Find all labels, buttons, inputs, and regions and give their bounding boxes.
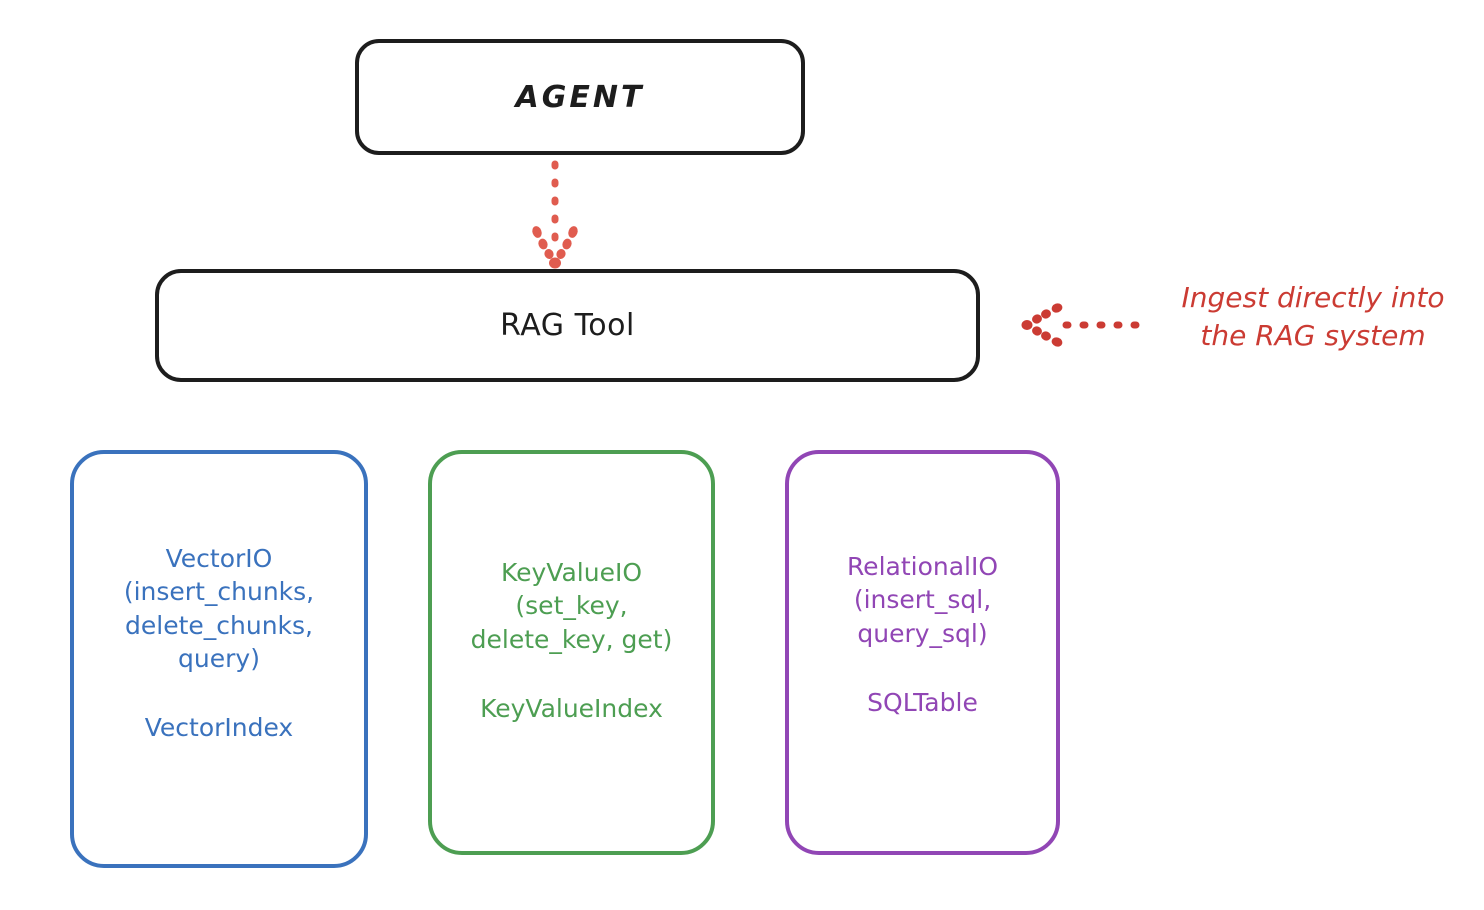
node-rag-tool[interactable]: RAG Tool: [155, 269, 980, 382]
node-relational-io-index: SQLTable: [867, 687, 978, 717]
edge-ingest-to-rag-tool-arrow: [1021, 303, 1140, 347]
node-vector-io-content: VectorIO (insert_chunks, delete_chunks, …: [124, 542, 314, 742]
node-key-value-io-content: KeyValueIO (set_key, delete_key, get) Ke…: [471, 556, 673, 723]
node-vector-io[interactable]: VectorIO (insert_chunks, delete_chunks, …: [70, 450, 368, 868]
annotation-ingest-note: Ingest directly into the RAG system: [1181, 281, 1445, 353]
node-key-value-io[interactable]: KeyValueIO (set_key, delete_key, get) Ke…: [428, 450, 715, 855]
node-key-value-io-index: KeyValueIndex: [480, 693, 663, 723]
node-relational-io-content: RelationalIO (insert_sql, query_sql) SQL…: [847, 550, 998, 717]
edge-agent-to-rag-tool-arrow: [532, 160, 578, 269]
node-agent[interactable]: AGENT: [355, 39, 805, 155]
node-vector-io-index: VectorIndex: [144, 713, 294, 742]
node-relational-io[interactable]: RelationalIO (insert_sql, query_sql) SQL…: [785, 450, 1060, 855]
node-vector-io-api: VectorIO (insert_chunks, delete_chunks, …: [123, 544, 315, 673]
node-relational-io-api: RelationalIO (insert_sql, query_sql): [846, 552, 999, 648]
node-key-value-io-api: KeyValueIO (set_key, delete_key, get): [470, 558, 673, 654]
node-rag-tool-label: RAG Tool: [500, 308, 635, 343]
node-agent-label: AGENT: [515, 79, 645, 115]
